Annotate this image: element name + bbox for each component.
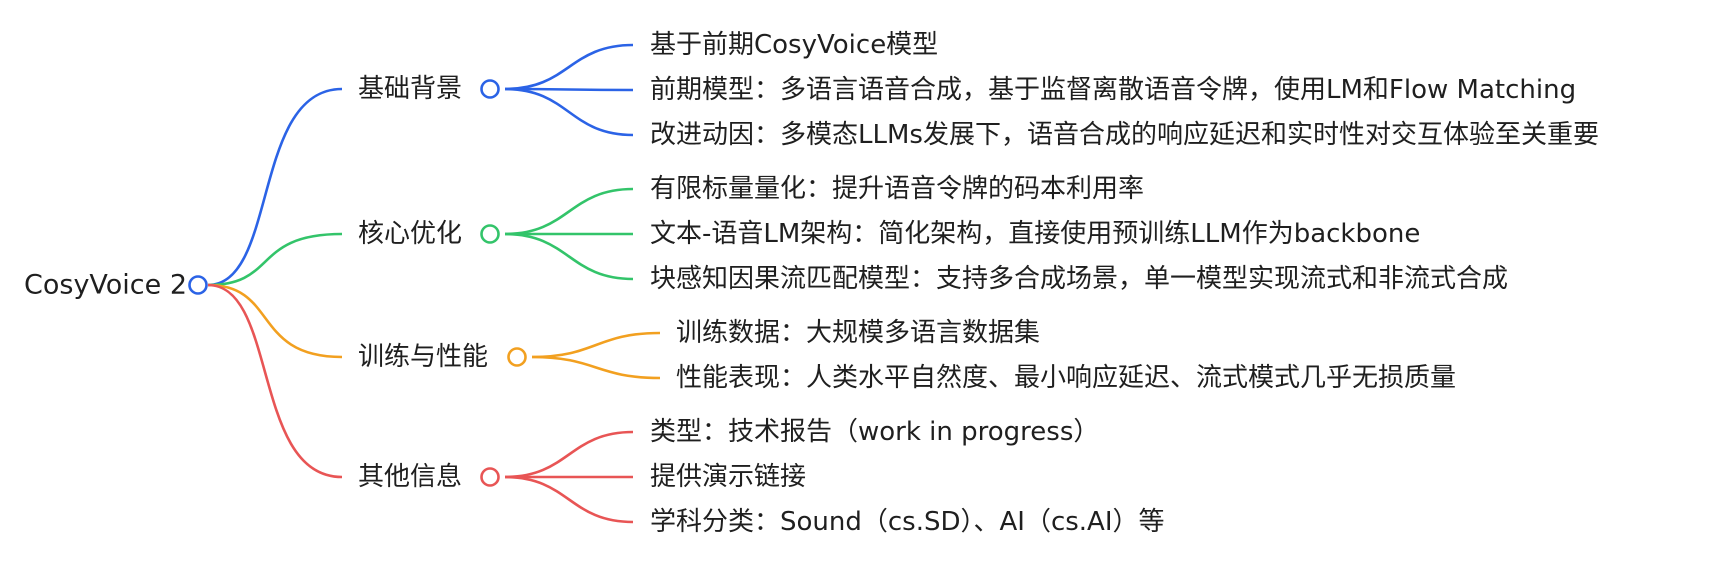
leaf-connector (531, 355, 661, 380)
branch-node-dot (507, 347, 527, 367)
branch-connector (207, 87, 343, 287)
leaf-label: 改进动因：多模态LLMs发展下，语音合成的响应延迟和实时性对交互体验至关重要 (650, 120, 1599, 150)
leaf-label: 类型：技术报告（work in progress） (650, 417, 1100, 447)
leaf-label: 文本-语音LM架构：简化架构，直接使用预训练LLM作为backbone (650, 219, 1421, 249)
branch-node-dot (480, 79, 500, 99)
branch-node-dot (480, 224, 500, 244)
branch-connector (207, 283, 343, 359)
root-node-label: CosyVoice 2 (24, 269, 188, 301)
leaf-label: 有限标量量化：提升语音令牌的码本利用率 (650, 174, 1145, 204)
leaf-connector (504, 87, 634, 137)
leaf-label: 前期模型：多语言语音合成，基于监督离散语音令牌，使用LM和Flow Matchi… (650, 75, 1577, 105)
leaf-label: 学科分类：Sound（cs.SD）、AI（cs.AI）等 (650, 507, 1165, 537)
leaf-connector (504, 87, 634, 92)
leaf-label: 块感知因果流匹配模型：支持多合成场景，单一模型实现流式和非流式合成 (650, 264, 1509, 294)
leaf-connector (531, 331, 661, 359)
leaf-label: 提供演示链接 (650, 462, 807, 492)
branch-label-background: 基础背景 (358, 74, 463, 104)
leaf-connector (504, 475, 634, 524)
branch-connector (207, 232, 343, 287)
leaf-connector (504, 430, 634, 479)
leaf-connector (504, 187, 634, 236)
root-node-dot (188, 275, 208, 295)
leaf-label: 性能表现：人类水平自然度、最小响应延迟、流式模式几乎无损质量 (676, 363, 1457, 393)
branch-connector (207, 283, 343, 479)
leaf-label: 基于前期CosyVoice模型 (650, 30, 939, 60)
branch-label-core-optimization: 核心优化 (358, 219, 463, 249)
leaf-label: 训练数据：大规模多语言数据集 (676, 318, 1041, 348)
branch-label-training-performance: 训练与性能 (358, 342, 489, 372)
leaf-connector (504, 43, 634, 91)
leaf-connector (504, 232, 634, 281)
branch-label-other-info: 其他信息 (358, 462, 463, 492)
branch-node-dot (480, 467, 500, 487)
